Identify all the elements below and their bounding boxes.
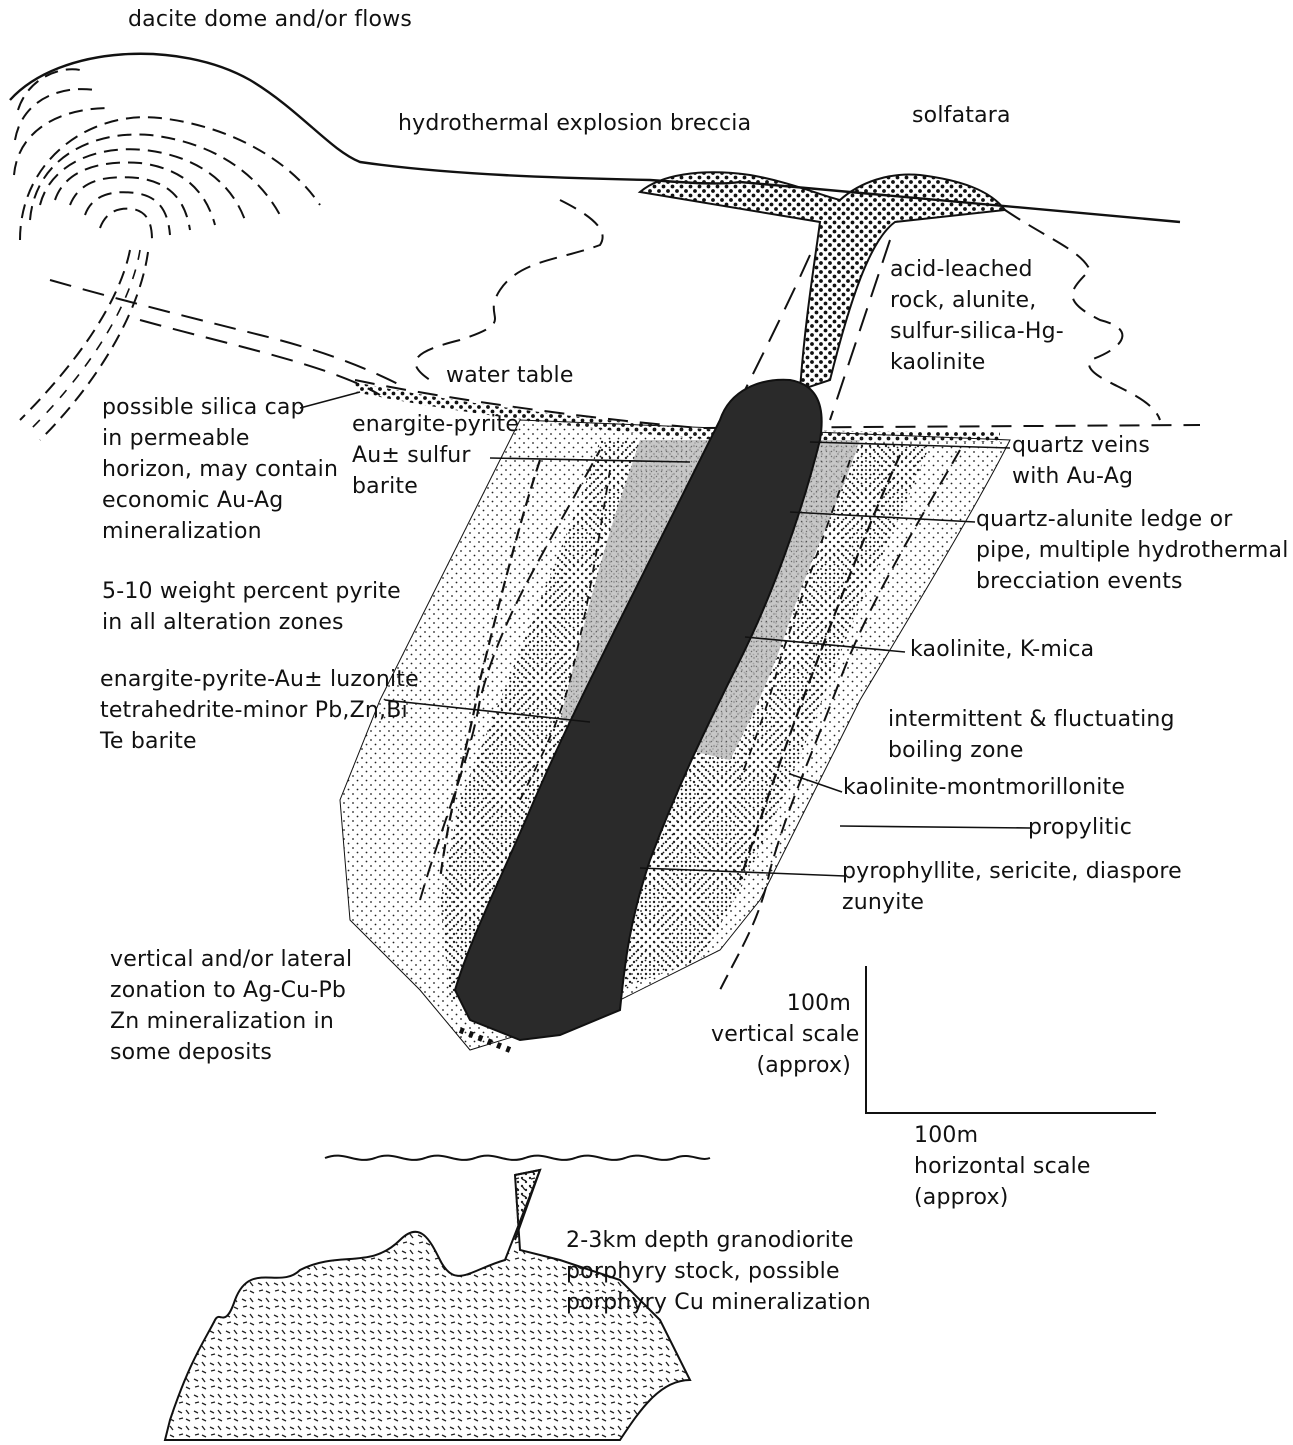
lower-surface-line (325, 1156, 710, 1160)
granodiorite-label: 2-3km depth granodiorite porphyry stock,… (566, 1225, 871, 1318)
enargite-pyrite-label: enargite-pyrite Au± sulfur barite (352, 409, 519, 502)
horizontal-scale-label: 100m horizontal scale (approx) (914, 1120, 1091, 1213)
solfatara-label: solfatara (912, 100, 1011, 131)
quartz-veins-label: quartz veins with Au-Ag (1012, 430, 1150, 492)
dacite-dome-label: dacite dome and/or flows (128, 4, 412, 35)
scale-bar (866, 966, 1156, 1113)
water-table-label: water table (446, 360, 574, 391)
breccia-label: hydrothermal explosion breccia (398, 108, 751, 139)
pyrophyllite-label: pyrophyllite, sericite, diaspore zunyite (842, 856, 1182, 918)
pyrite-percent-label: 5-10 weight percent pyrite in all altera… (102, 576, 401, 638)
enargite-luzonite-label: enargite-pyrite-Au± luzonite tetrahedrit… (100, 664, 419, 757)
propylitic-label: propylitic (1028, 812, 1132, 843)
zonation-label: vertical and/or lateral zonation to Ag-C… (110, 944, 352, 1068)
quartz-alunite-label: quartz-alunite ledge or pipe, multiple h… (976, 504, 1289, 597)
boiling-zone-label: intermittent & fluctuating boiling zone (888, 704, 1175, 766)
kaolinite-montmorillonite-label: kaolinite-montmorillonite (843, 772, 1125, 803)
vertical-scale-label: 100m vertical scale (approx) (711, 988, 851, 1081)
acid-leached-label: acid-leached rock, alunite, sulfur-silic… (890, 254, 1064, 378)
silica-cap-label: possible silica cap in permeable horizon… (102, 392, 338, 547)
kaolinite-kmica-label: kaolinite, K-mica (910, 634, 1094, 665)
